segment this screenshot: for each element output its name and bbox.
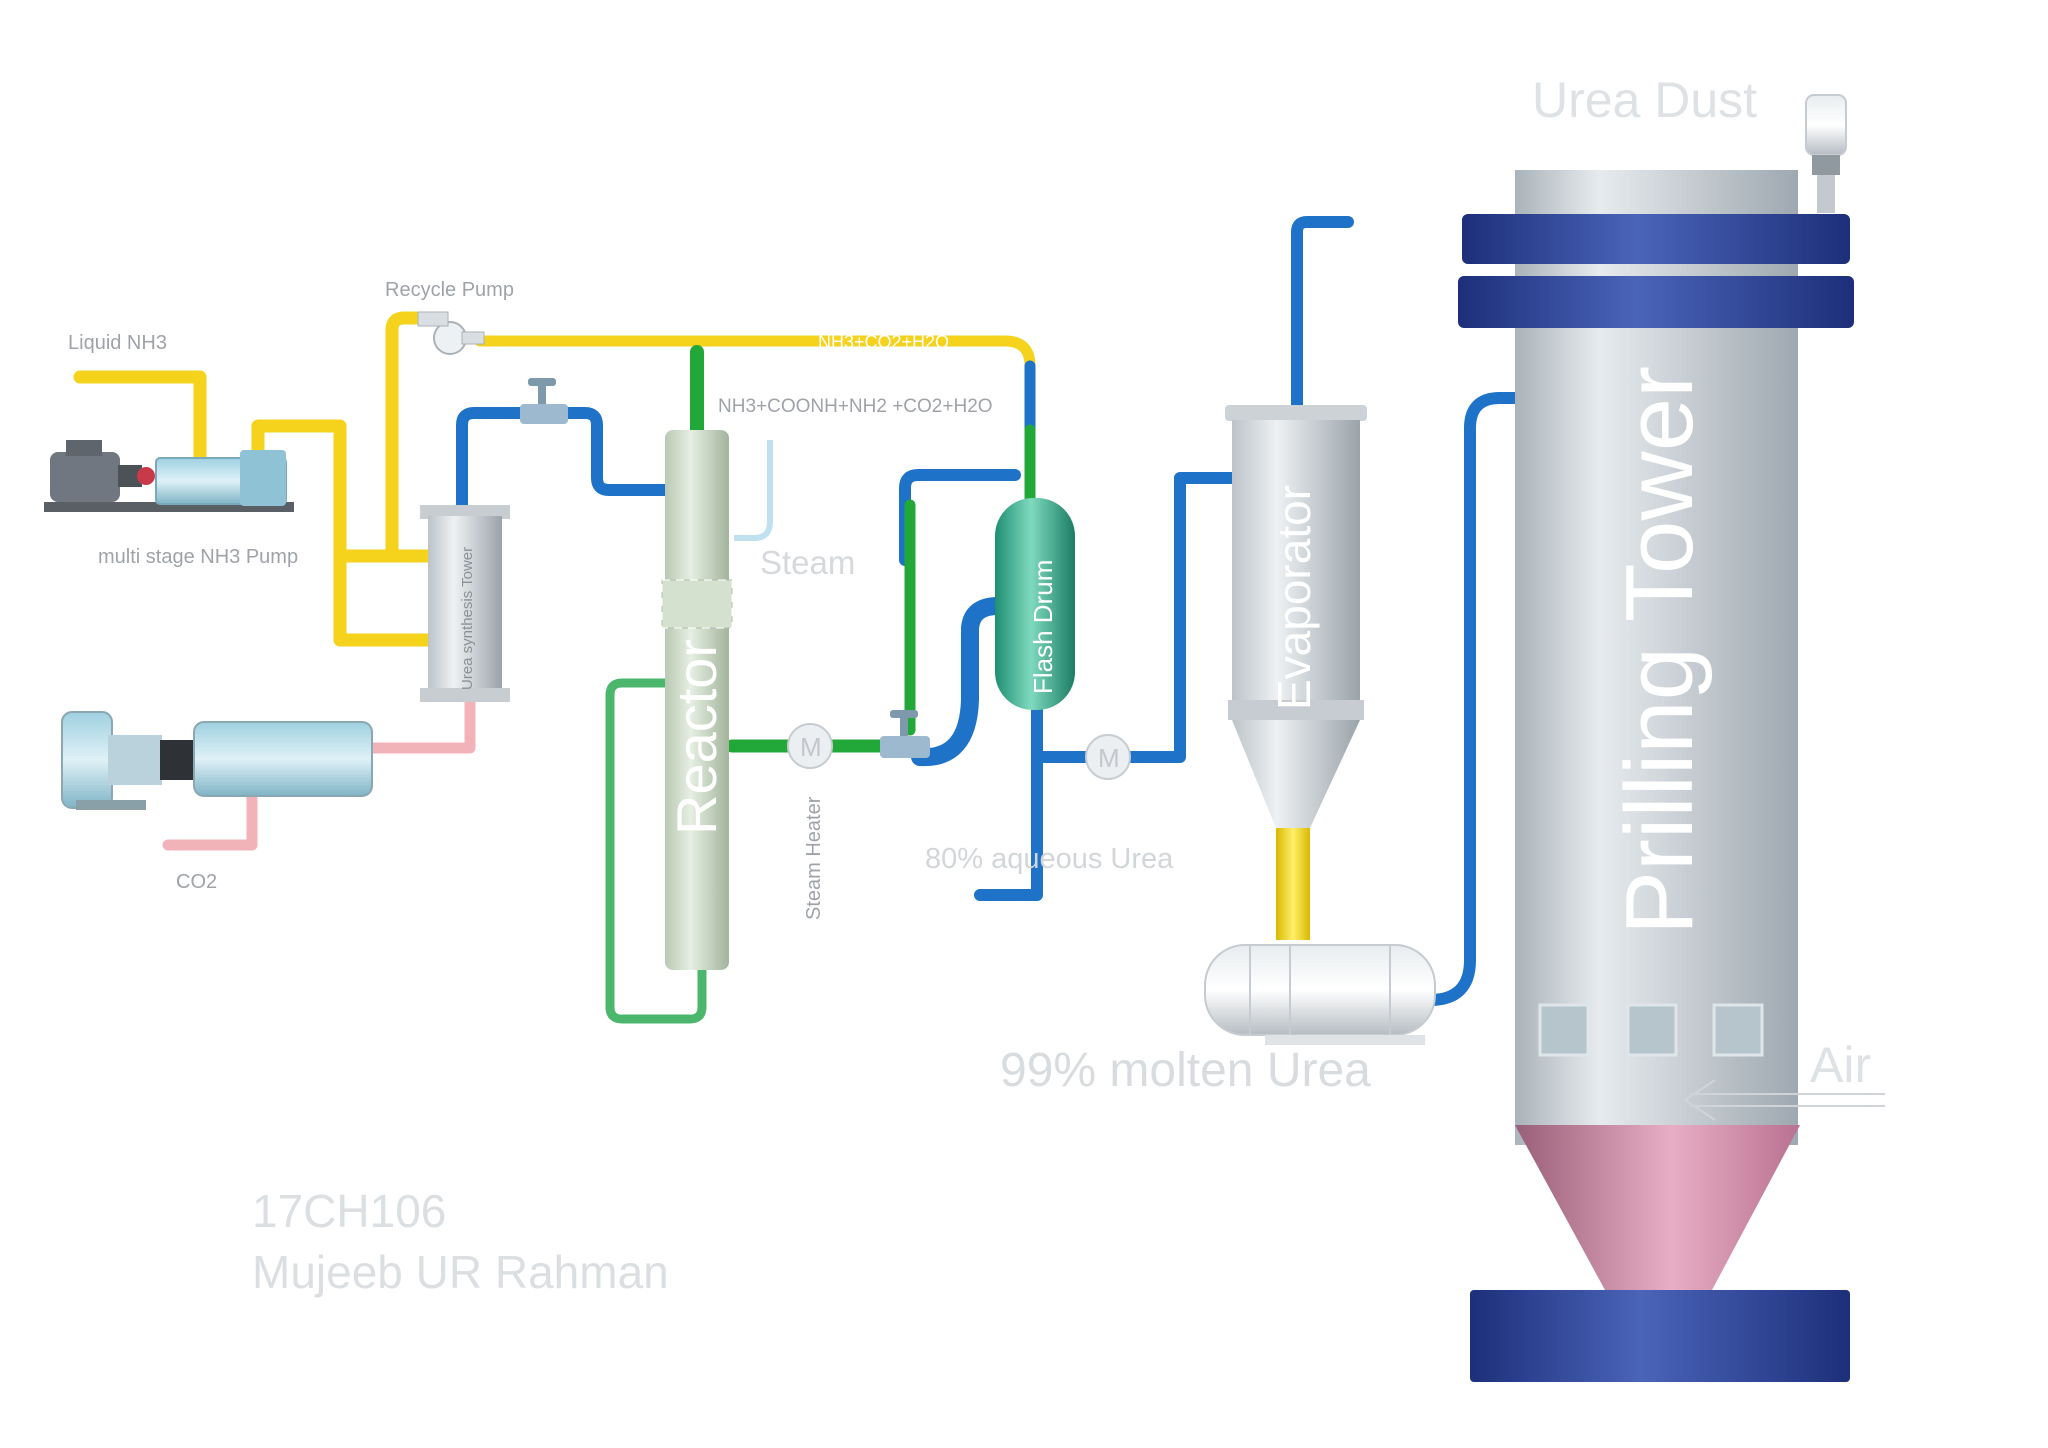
flash-drum-feed-pipe [899,469,1021,566]
co2-feed-pipe [162,790,258,851]
heater-to-flash-pipe [911,597,1014,767]
steam-label: Steam [760,544,855,581]
recycle-pump[interactable] [417,311,485,355]
tower-vent-pipe [456,407,671,511]
aqueous-urea-label: 80% aqueous Urea [925,843,1174,875]
recycle-line-label: NH3+CO2+H2O [818,332,949,352]
co2-discharge-pipe [366,694,476,754]
nh3-pump-discharge-pipe [251,419,437,647]
steam-heater-motor[interactable] [787,723,833,769]
pipe-network [73,216,1522,1024]
molten-urea-drop-pipe [1276,828,1310,940]
nh3-pump-label: multi stage NH3 Pump [98,546,298,568]
evaporator-feed-motor[interactable] [1085,734,1131,780]
recycle-pump-label: Recycle Pump [385,279,514,301]
urea-dust-vent[interactable] [1805,94,1847,213]
air-arrow-icon [1683,1079,1885,1121]
author-id: 17CH106 [252,1185,446,1237]
nh3-pump[interactable] [44,440,294,512]
air-label: Air [1810,1037,1871,1093]
evaporator[interactable] [1225,405,1367,828]
reactor-label: Reactor [665,639,728,835]
urea-dust-label: Urea Dust [1532,72,1757,128]
prilling-tower[interactable] [1458,170,1854,1382]
author-name: Mujeeb UR Rahman [252,1246,669,1298]
motor-m1-label: M [800,732,822,762]
urea-synthesis-tower[interactable] [420,505,510,702]
reactor[interactable] [661,430,733,970]
reactor-recirc-pipe [605,678,707,1024]
liquid-nh3-feed-pipe [73,370,207,465]
liquid-nh3-label: Liquid NH3 [68,332,167,354]
evaporator-label: Evaporator [1268,485,1320,710]
molten-urea-vessel[interactable] [1204,944,1436,1045]
steam-inlet-pipe [734,440,773,541]
co2-label: CO2 [176,871,217,893]
reactor-line-label: NH3+COONH+NH2 +CO2+H2O [718,396,993,417]
prilling-tower-label: Prilling Tower [1606,366,1713,935]
flash-drum-label: Flash Drum [1028,560,1058,694]
molten-urea-label: 99% molten Urea [1000,1044,1371,1097]
synthesis-tower-label: Urea synthesis Tower [459,547,476,690]
steam-heater-label: Steam Heater [803,796,825,920]
recycle-pump-suction-pipe [385,311,427,563]
molten-urea-to-tower-pipe [1424,392,1522,1006]
tower-vent-valve[interactable] [520,378,568,424]
flash-drum[interactable] [995,498,1075,710]
flash-bottom-pipe [974,699,1043,901]
heater-outlet-valve[interactable] [880,710,930,758]
co2-compressor[interactable] [61,711,373,810]
air-inlet-windows [1538,1003,1764,1057]
motor-m2-label: M [1098,743,1120,773]
evaporator-vent-pipe [1291,216,1354,411]
